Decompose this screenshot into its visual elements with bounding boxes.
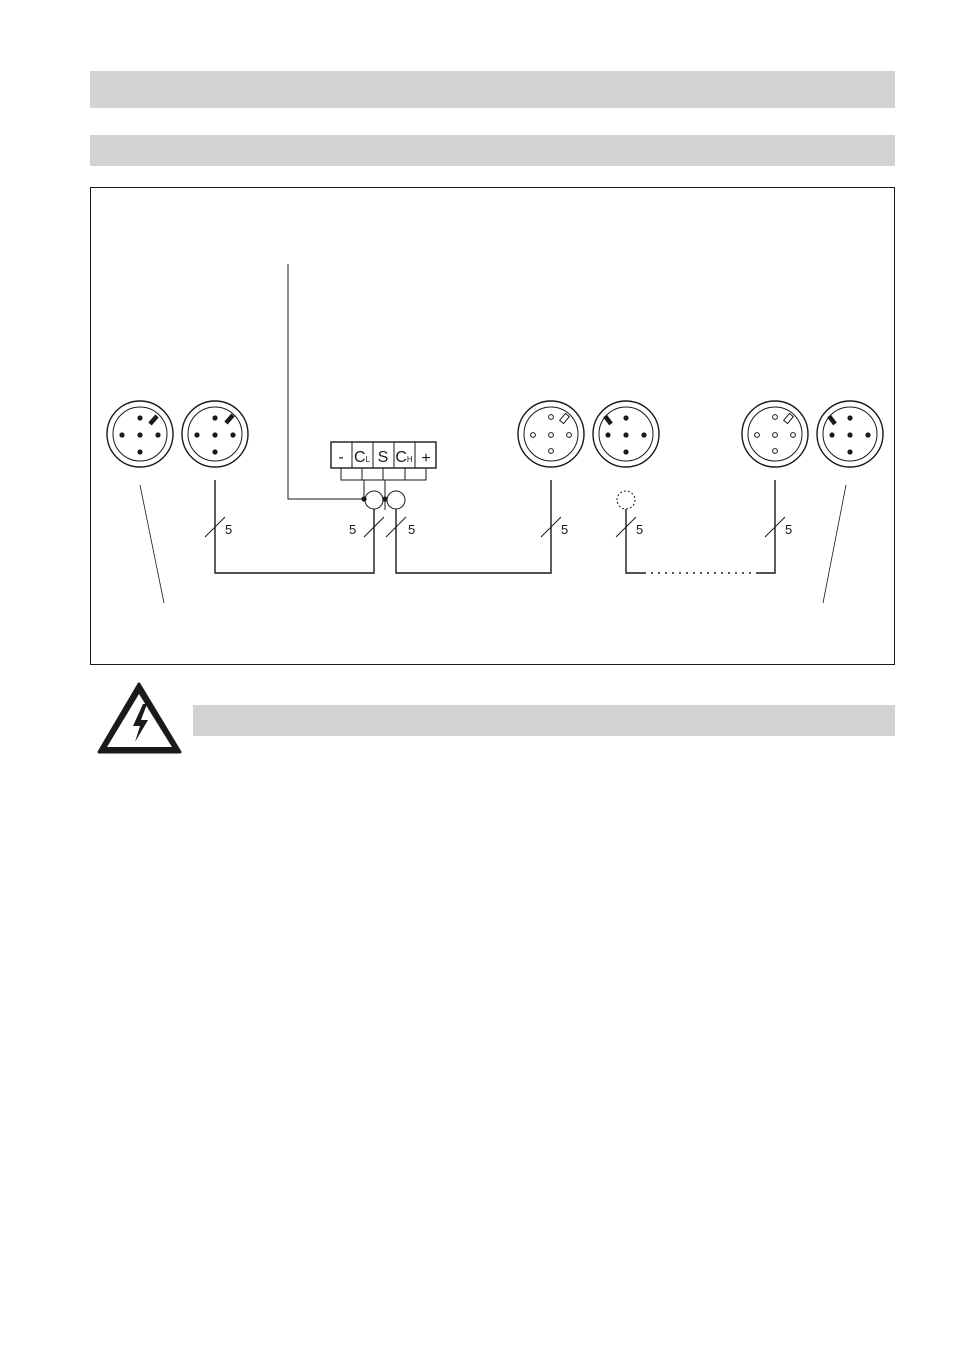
bus-cable-2 xyxy=(395,480,552,574)
connector-male-4 xyxy=(592,400,660,468)
terminal-label-minus: - xyxy=(338,449,343,466)
connector-female-3 xyxy=(517,400,585,468)
shield-wire xyxy=(287,264,364,500)
high-voltage-warning-icon xyxy=(97,682,182,754)
leader-line-left xyxy=(139,484,165,604)
cable-shield-optional xyxy=(616,490,636,510)
wiring-diagram-frame xyxy=(90,187,895,665)
bus-cable-3-start xyxy=(625,509,644,574)
bus-cable-3-end xyxy=(758,480,776,574)
line-count-label: 5 xyxy=(636,522,643,537)
terminal-label-plus: + xyxy=(421,450,430,467)
line-count-label: 5 xyxy=(561,522,568,537)
line-count-label: 5 xyxy=(225,522,232,537)
terminal-block xyxy=(330,441,437,481)
line-count-label: 5 xyxy=(785,522,792,537)
warning-header-bar xyxy=(193,705,895,736)
connector-female-1 xyxy=(106,400,174,468)
connector-male-2 xyxy=(181,400,249,468)
section-header-bar xyxy=(90,71,895,108)
terminal-label-cl: CL xyxy=(354,449,371,466)
leader-line-right xyxy=(822,484,847,604)
subsection-header-bar xyxy=(90,135,895,166)
cable-shield-right xyxy=(386,490,406,510)
connector-female-5 xyxy=(741,400,809,468)
line-count-label: 5 xyxy=(349,522,356,537)
line-count-label: 5 xyxy=(408,522,415,537)
terminal-label-ch: CH xyxy=(395,449,413,466)
terminal-label-s: S xyxy=(378,449,389,466)
cable-shield-left xyxy=(364,490,384,510)
connector-male-6 xyxy=(816,400,884,468)
